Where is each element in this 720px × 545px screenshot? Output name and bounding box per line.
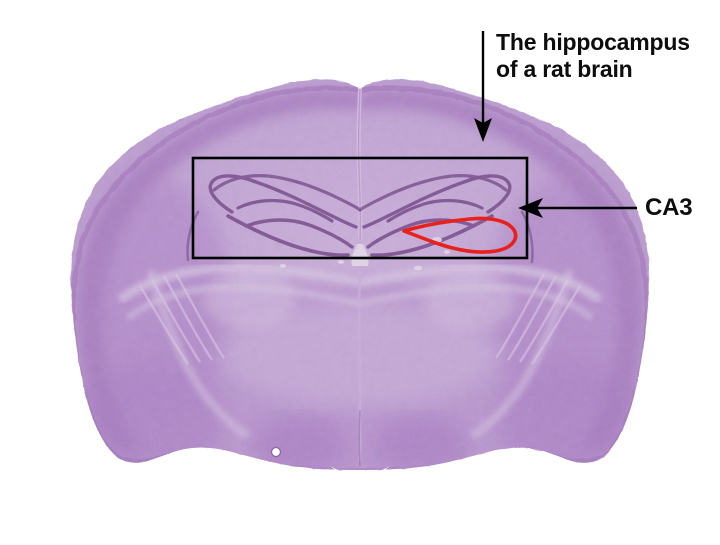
hippocampus-label-line2: of a rat brain — [496, 56, 633, 82]
ca3-annotation-label: CA3 — [645, 194, 693, 221]
hippocampus-label-line1: The hippocampus — [496, 29, 690, 55]
hippocampus-arrow — [474, 31, 492, 142]
ca3-arrow — [518, 198, 637, 218]
ca3-red-highlight — [402, 216, 518, 254]
ventral-notch — [270, 446, 390, 478]
